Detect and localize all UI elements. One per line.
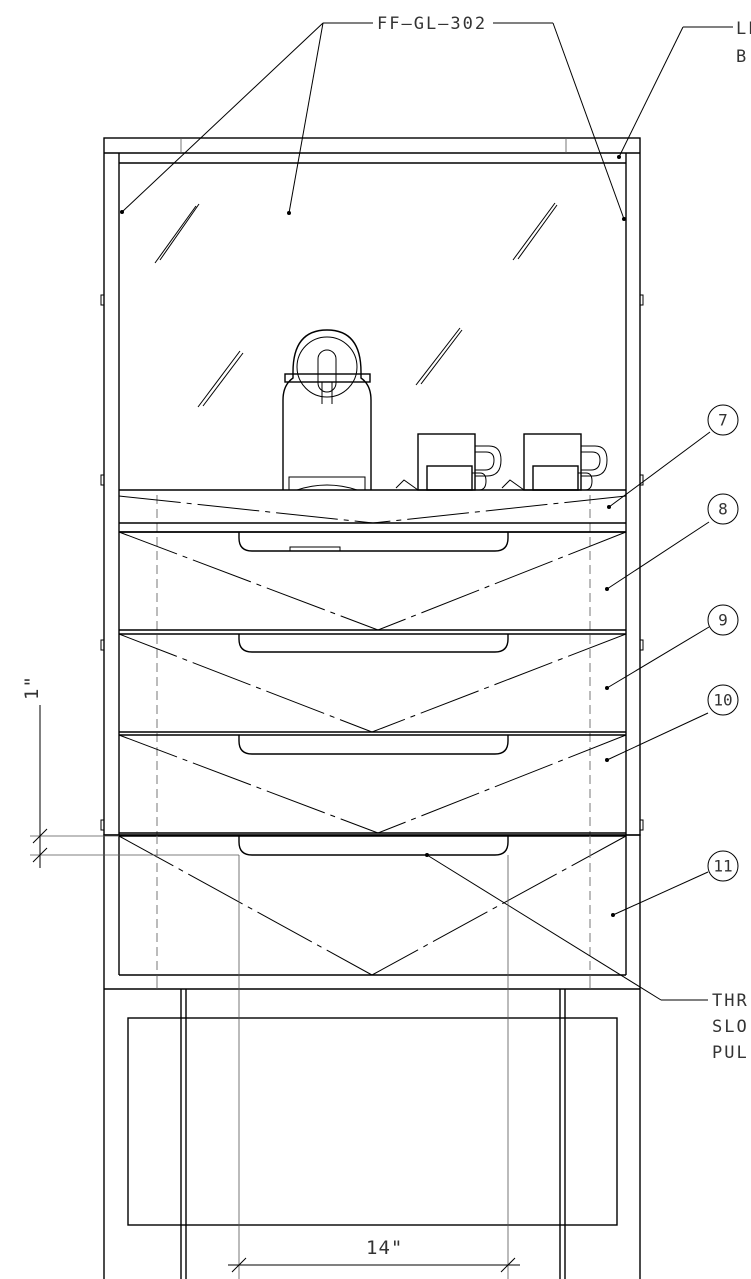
drawer-11 bbox=[118, 832, 627, 976]
dimension-pull-gap bbox=[30, 705, 239, 868]
coffee-cup-right bbox=[501, 433, 608, 491]
drawer-9 bbox=[118, 629, 627, 733]
callout-bubbles: 7 8 9 10 11 bbox=[707, 404, 739, 882]
callout-10: 10 bbox=[707, 684, 739, 716]
callout-7-label: 7 bbox=[718, 411, 728, 430]
top-right-label-line2: B bbox=[736, 47, 748, 67]
cabinet-base bbox=[103, 834, 641, 1279]
cabinet-frame bbox=[100, 137, 644, 836]
callout-9-label: 9 bbox=[718, 611, 728, 630]
callout-11: 11 bbox=[707, 850, 739, 882]
coffee-cup-left bbox=[395, 433, 502, 491]
pull-gap-dimension-label: 1" bbox=[21, 675, 43, 700]
callout-11-label: 11 bbox=[713, 857, 732, 876]
pull-width-dimension-label: 14" bbox=[366, 1237, 403, 1259]
slot-pull-label-line3: PUL bbox=[712, 1043, 749, 1063]
pull-out-shelf bbox=[118, 489, 627, 533]
dimension-pull-width bbox=[228, 855, 520, 1279]
slot-pull-label-line2: SLO bbox=[712, 1017, 749, 1037]
callout-10-label: 10 bbox=[713, 691, 732, 710]
callout-8-label: 8 bbox=[718, 500, 728, 519]
glass-reflections bbox=[154, 202, 558, 408]
leader-lines bbox=[120, 22, 733, 1001]
slot-pull-label-line1: THR bbox=[712, 991, 749, 1011]
hidden-lines bbox=[156, 495, 591, 835]
callout-7: 7 bbox=[707, 404, 739, 436]
drawer-10 bbox=[118, 731, 627, 834]
callout-9: 9 bbox=[707, 604, 739, 636]
glass-spec-label: FF—GL—302 bbox=[377, 14, 487, 34]
drawer-8 bbox=[118, 531, 627, 631]
top-right-label-line1: LE bbox=[736, 19, 751, 39]
coffee-machine bbox=[282, 329, 372, 491]
callout-8: 8 bbox=[707, 493, 739, 525]
